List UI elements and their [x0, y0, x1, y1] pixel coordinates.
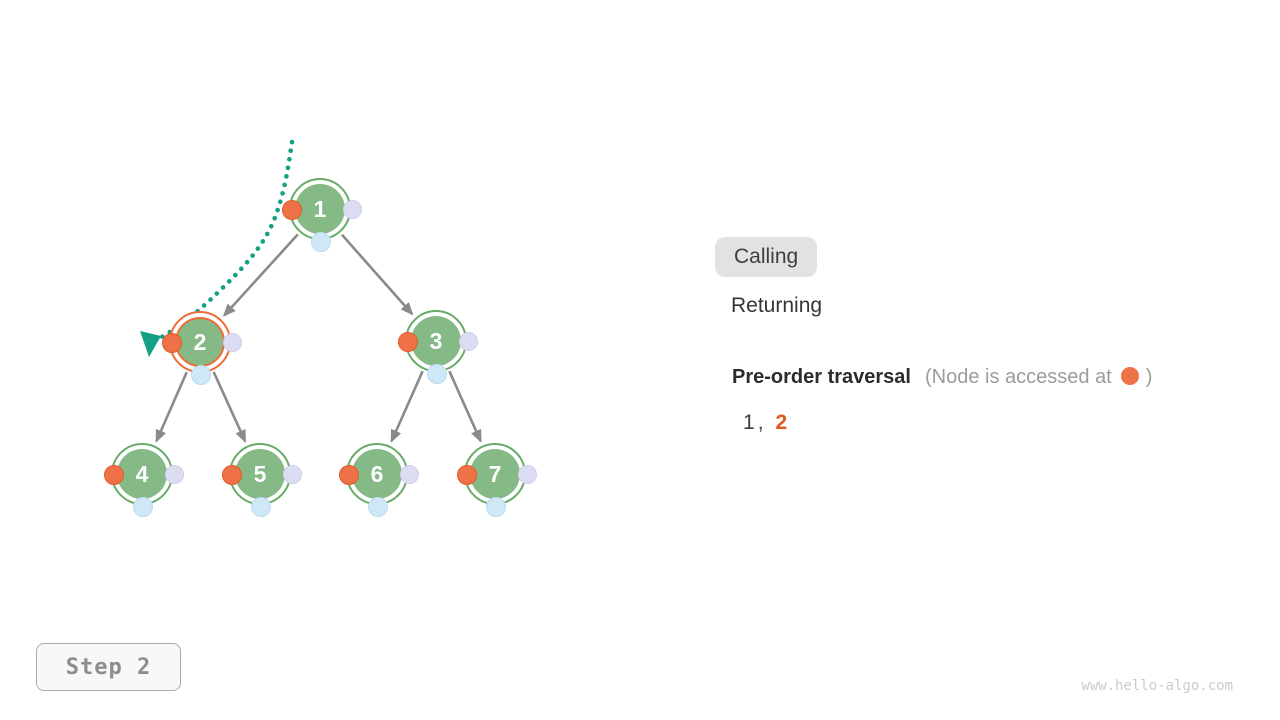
traversal-title: Pre-order traversal	[732, 366, 911, 388]
tree-node-7: 7	[457, 443, 537, 517]
access-dot-icon	[457, 465, 477, 485]
bottom-slot-dot-icon	[311, 232, 331, 252]
tree-node-2-current: 2	[162, 311, 242, 385]
access-dot-legend-icon	[1120, 367, 1139, 385]
sequence-item-current: 2	[775, 411, 788, 434]
watermark-url: www.hello-algo.com	[1081, 678, 1233, 694]
access-dot-icon	[282, 200, 302, 220]
tree-node-6: 6	[339, 443, 419, 517]
access-dot-icon	[339, 465, 359, 485]
right-slot-dot-icon	[518, 465, 537, 484]
node-label: 1	[313, 195, 327, 222]
bottom-slot-dot-icon	[133, 497, 153, 517]
right-slot-dot-icon	[165, 465, 184, 484]
sequence-item: 1	[743, 411, 755, 434]
right-slot-dot-icon	[400, 465, 419, 484]
tree-node-3: 3	[398, 310, 478, 384]
right-slot-dot-icon	[223, 333, 242, 352]
node-label: 7	[488, 460, 502, 487]
right-slot-dot-icon	[343, 200, 362, 219]
step-badge: Step 2	[36, 643, 181, 691]
access-dot-icon	[222, 465, 242, 485]
edge-2-4	[155, 371, 188, 443]
node-circle: 7	[470, 449, 520, 499]
right-slot-dot-icon	[459, 332, 478, 351]
bottom-slot-dot-icon	[368, 497, 388, 517]
traversal-arrowhead-icon	[140, 331, 161, 357]
sequence-separator: ,	[757, 411, 764, 434]
tree-node-1: 1	[282, 178, 362, 252]
bottom-slot-dot-icon	[486, 497, 506, 517]
edge-lines	[155, 233, 482, 444]
node-label: 2	[193, 328, 207, 355]
access-dot-icon	[104, 465, 124, 485]
edge-2-5	[212, 371, 247, 444]
node-label: 6	[370, 460, 384, 487]
bottom-slot-dot-icon	[251, 497, 271, 517]
edge-3-7	[448, 370, 482, 443]
traversal-caption: Pre-order traversal (Node is accessed at…	[732, 366, 1152, 389]
tree-node-4: 4	[104, 443, 184, 517]
node-label: 4	[135, 460, 149, 487]
node-circle: 2	[175, 317, 225, 367]
access-note-close-paren: )	[1145, 366, 1153, 388]
bottom-slot-dot-icon	[191, 365, 211, 385]
access-dot-icon	[162, 333, 182, 353]
node-label: 5	[253, 460, 267, 487]
node-circle: 6	[352, 449, 402, 499]
edge-1-3	[340, 233, 414, 316]
visit-sequence: 1 , 2	[743, 411, 787, 435]
traversal-trail-dotted-path	[157, 139, 295, 341]
node-circle: 4	[117, 449, 167, 499]
bottom-slot-dot-icon	[427, 364, 447, 384]
edge-1-2	[222, 233, 299, 317]
access-note: (Node is accessed at)	[925, 366, 1152, 389]
node-label: 3	[429, 327, 443, 354]
legend-returning-label: Returning	[731, 294, 823, 317]
node-circle: 5	[235, 449, 285, 499]
tree-node-5: 5	[222, 443, 302, 517]
edge-3-6	[390, 370, 424, 443]
right-slot-dot-icon	[283, 465, 302, 484]
node-circle: 1	[295, 184, 345, 234]
tree-edges-and-trail	[140, 139, 482, 444]
node-circle: 3	[411, 316, 461, 366]
access-dot-icon	[398, 332, 418, 352]
access-note-text: (Node is accessed at	[924, 366, 1112, 388]
binary-tree-diagram: 1 2 3 4 5	[0, 0, 660, 640]
legend-calling-chip: Calling	[715, 237, 818, 277]
